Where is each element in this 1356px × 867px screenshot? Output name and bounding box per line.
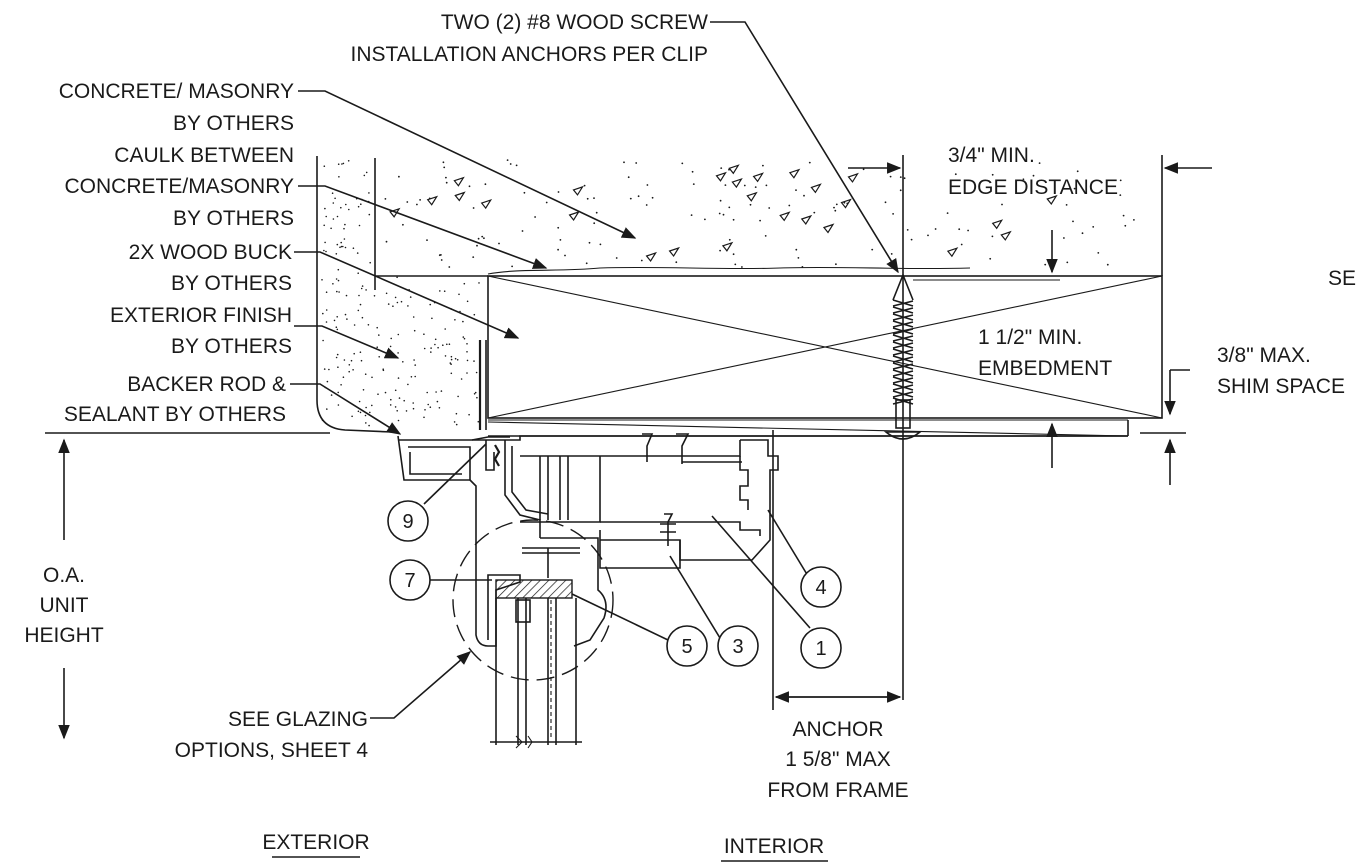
concrete-label-line2: BY OTHERS xyxy=(173,112,294,135)
caulk-label-line1: CAULK BETWEEN xyxy=(114,144,294,167)
note-anchor-distance: ANCHOR 1 5/8" MAX FROM FRAME xyxy=(767,718,908,802)
finish-label-line1: EXTERIOR FINISH xyxy=(110,304,292,327)
concrete-aggregate xyxy=(384,159,1135,268)
note-glazing: SEE GLAZING OPTIONS, SHEET 4 xyxy=(175,708,369,762)
interior-label: INTERIOR xyxy=(724,835,824,858)
oa-label-line3: HEIGHT xyxy=(24,624,104,647)
callout-9-text: 9 xyxy=(402,511,413,533)
glazing-detail-circle xyxy=(452,519,614,681)
callout-4-text: 4 xyxy=(815,577,826,599)
embed-label-line2: EMBEDMENT xyxy=(978,357,1112,380)
callout-1: 1 xyxy=(800,627,842,669)
glazing-label-line2: OPTIONS, SHEET 4 xyxy=(175,739,369,762)
backer-label-line2: SEALANT BY OTHERS xyxy=(64,403,286,426)
sill-frame xyxy=(397,433,1128,749)
buck-label-line1: 2X WOOD BUCK xyxy=(129,241,292,264)
anchor-label-line2: 1 5/8" MAX xyxy=(785,748,891,771)
backer-label-line1: BACKER ROD & xyxy=(127,373,286,396)
sealant-strip xyxy=(478,340,487,430)
callout-4: 4 xyxy=(800,566,842,608)
callout-7: 7 xyxy=(389,559,431,601)
edge-label-line2: EDGE DISTANCE xyxy=(948,176,1118,199)
note-wood-screw: TWO (2) #8 WOOD SCREW INSTALLATION ANCHO… xyxy=(351,11,709,66)
callout-5: 5 xyxy=(666,625,708,667)
screw-label-line2: INSTALLATION ANCHORS PER CLIP xyxy=(351,43,708,66)
concrete-masonry xyxy=(374,158,1135,277)
shim-label-line1: 3/8" MAX. xyxy=(1217,344,1311,367)
oa-label-line2: UNIT xyxy=(40,594,89,617)
caulk-label-line2: CONCRETE/MASONRY xyxy=(65,175,294,198)
anchor-label-line1: ANCHOR xyxy=(792,718,883,741)
finish-label-line2: BY OTHERS xyxy=(171,335,292,358)
exterior-finish-stipple xyxy=(321,160,480,427)
interior-side-label: INTERIOR xyxy=(721,835,828,862)
anchor-label-line3: FROM FRAME xyxy=(767,779,908,802)
note-exterior-finish: EXTERIOR FINISH BY OTHERS xyxy=(110,304,292,358)
callout-7-text: 7 xyxy=(404,570,415,592)
concrete-label-line1: CONCRETE/ MASONRY xyxy=(59,80,294,103)
note-edge-distance: 3/4" MIN. EDGE DISTANCE xyxy=(948,144,1118,199)
callout-1-text: 1 xyxy=(815,638,826,660)
wood-buck xyxy=(487,275,1163,419)
shim-label-line2: SHIM SPACE xyxy=(1217,375,1345,398)
note-backer-rod: BACKER ROD & SEALANT BY OTHERS xyxy=(64,373,286,426)
exterior-label: EXTERIOR xyxy=(262,831,369,854)
dimensions xyxy=(58,155,1212,740)
note-shim-space: 3/8" MAX. SHIM SPACE xyxy=(1217,344,1345,398)
note-unit-height: O.A. UNIT HEIGHT xyxy=(24,564,104,647)
section-cut-label: SE xyxy=(1328,267,1356,290)
note-embedment: 1 1/2" MIN. EMBEDMENT xyxy=(978,326,1112,380)
callout-3-text: 3 xyxy=(732,636,743,658)
note-concrete: CONCRETE/ MASONRY BY OTHERS xyxy=(59,80,294,135)
caulk-label-line3: BY OTHERS xyxy=(173,207,294,230)
exterior-side-label: EXTERIOR xyxy=(262,831,370,858)
callout-3: 3 xyxy=(717,625,759,667)
exterior-finish xyxy=(316,156,480,433)
callout-9: 9 xyxy=(387,500,429,542)
screw-label-line1: TWO (2) #8 WOOD SCREW xyxy=(441,11,708,34)
glazing-label-line1: SEE GLAZING xyxy=(228,708,368,731)
oa-label-line1: O.A. xyxy=(43,564,85,587)
leader-lines xyxy=(290,21,899,719)
edge-label-line1: 3/4" MIN. xyxy=(948,144,1035,167)
buck-label-line2: BY OTHERS xyxy=(171,272,292,295)
note-caulk: CAULK BETWEEN CONCRETE/MASONRY BY OTHERS xyxy=(65,144,294,230)
note-wood-buck: 2X WOOD BUCK BY OTHERS xyxy=(129,241,292,295)
embed-label-line1: 1 1/2" MIN. xyxy=(978,326,1082,349)
callout-5-text: 5 xyxy=(681,636,692,658)
